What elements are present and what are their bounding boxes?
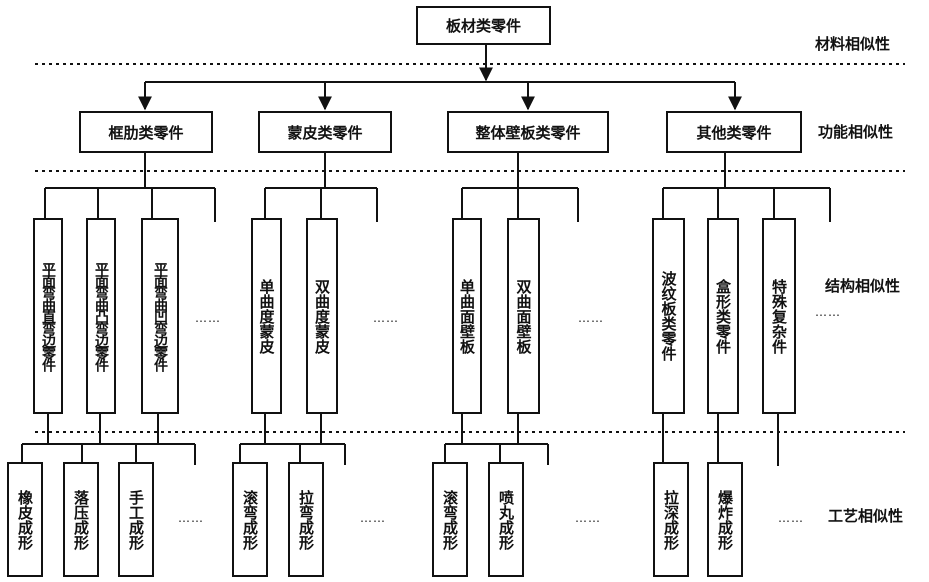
structural-straight-flange: 平面弯曲直弯边零件 <box>33 218 63 414</box>
functional-integral-panel: 整体壁板类零件 <box>447 111 609 153</box>
structural-convex-flange: 平面弯曲凸弯边零件 <box>86 218 116 414</box>
root-node: 板材类零件 <box>416 6 551 45</box>
ellipsis-process-4: …… <box>778 511 804 525</box>
process-rubber-forming: 橡皮成形 <box>7 462 43 577</box>
label-process-similarity: 工艺相似性 <box>828 507 904 525</box>
process-shot-peen-forming: 喷丸成形 <box>488 462 524 577</box>
ellipsis-process-2: …… <box>360 511 386 525</box>
ellipsis-process-3: …… <box>575 511 601 525</box>
structural-box-part: 盒形类零件 <box>707 218 739 414</box>
label-material-similarity: 材料相似性 <box>815 35 891 53</box>
connectors <box>21 45 831 466</box>
process-stretch-bending: 拉弯成形 <box>288 462 324 577</box>
ellipsis-structural-3: …… <box>578 311 604 325</box>
process-explosive-forming: 爆炸成形 <box>707 462 743 577</box>
structural-single-curved-panel: 单曲面壁板 <box>452 218 482 414</box>
functional-frame-rib: 框肋类零件 <box>79 111 213 153</box>
structural-special-complex-part: 特殊复杂件 <box>762 218 796 414</box>
process-manual-forming: 手工成形 <box>118 462 154 577</box>
process-roll-bending-2: 滚弯成形 <box>432 462 468 577</box>
ellipsis-structural-1: …… <box>195 311 221 325</box>
label-function-similarity: 功能相似性 <box>818 123 894 141</box>
ellipsis-process-1: …… <box>178 511 204 525</box>
label-structure-similarity: 结构相似性 <box>825 277 901 295</box>
structural-concave-flange: 平面弯曲凹弯边零件 <box>141 218 179 414</box>
process-roll-bending-1: 滚弯成形 <box>232 462 268 577</box>
structural-double-curvature-skin: 双曲度蒙皮 <box>306 218 338 414</box>
functional-other: 其他类零件 <box>666 111 802 153</box>
structural-single-curvature-skin: 单曲度蒙皮 <box>251 218 282 414</box>
structural-corrugated-part: 波纹板类零件 <box>652 218 685 414</box>
functional-skin: 蒙皮类零件 <box>258 111 392 153</box>
level-separators <box>35 63 905 433</box>
process-drop-hammer-forming: 落压成形 <box>63 462 99 577</box>
structural-double-curved-panel: 双曲面壁板 <box>507 218 540 414</box>
process-deep-drawing: 拉深成形 <box>653 462 689 577</box>
ellipsis-structural-4: …… <box>815 305 841 319</box>
ellipsis-structural-2: …… <box>373 311 399 325</box>
